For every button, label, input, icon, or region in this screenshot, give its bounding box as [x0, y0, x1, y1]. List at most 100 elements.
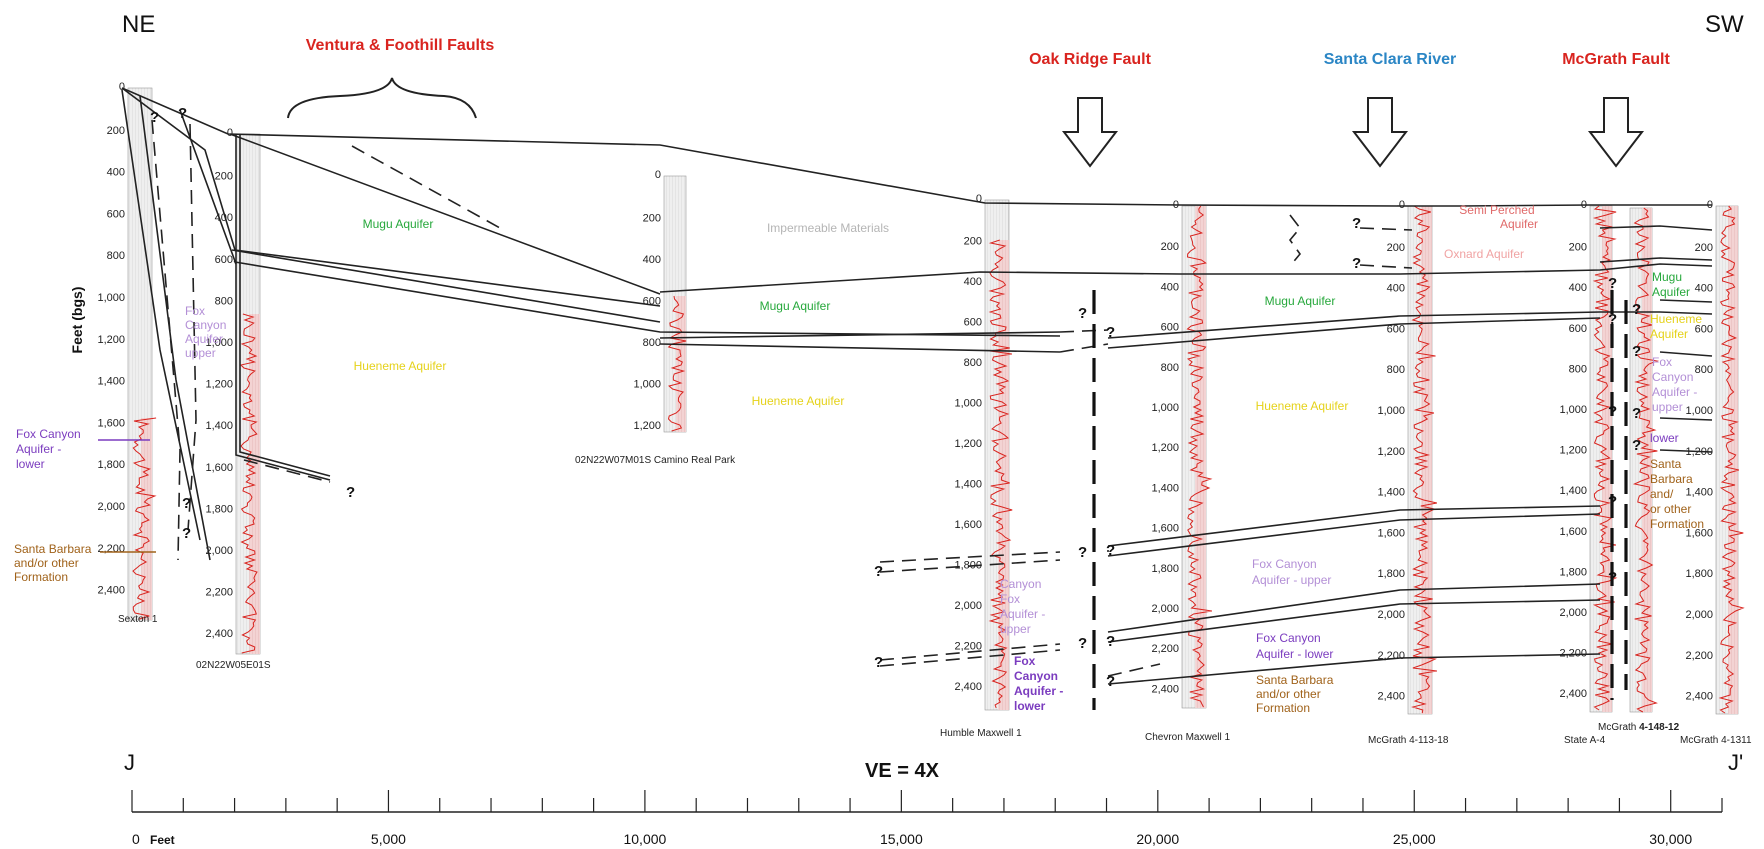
- depth-tick-label: 1,800: [97, 459, 125, 471]
- well-name-mcgrath1311: McGrath 4-1311: [1680, 735, 1752, 746]
- oxnard-label: Oxnard Aquifer: [1444, 247, 1524, 261]
- depth-tick-label: 1,200: [1377, 446, 1405, 458]
- depth-tick-label: 800: [1695, 364, 1713, 376]
- dashed-mid-4: [879, 559, 1061, 573]
- uncertainty-question-mark: ?: [874, 563, 883, 580]
- santa-barbara-3: Santa Barbara and/or other Formation: [1256, 673, 1337, 715]
- log-trace: [1718, 205, 1745, 714]
- orientation-ne: NE: [122, 11, 155, 38]
- depth-tick-label: 600: [1387, 323, 1405, 335]
- dashed-right-2: [1107, 663, 1161, 677]
- dashed-mid-3: [879, 551, 1061, 563]
- dashed-mid-6: [879, 649, 1061, 667]
- santa-clara-text: Santa Clara River: [1324, 51, 1457, 68]
- ventura-brace: [287, 77, 477, 119]
- mcgrath-right-6: [1659, 449, 1713, 453]
- log-fill: [1421, 206, 1432, 714]
- impermeable-label: Impermeable Materials: [767, 221, 889, 235]
- dashed-ne-2: [187, 123, 197, 531]
- depth-tick-label: 1,200: [97, 334, 125, 346]
- depth-tick-label: 1,400: [1685, 487, 1713, 499]
- ground-surface-line: [121, 87, 1712, 207]
- well-logs: 0 200 400 600 800 1,000 1,200 1,400 1,600 1,800 2,…: [97, 81, 1745, 715]
- depth-tick-label: 2,200: [1685, 650, 1713, 662]
- depth-tick-label: 200: [1161, 241, 1179, 253]
- depth-tick-label: 600: [1161, 322, 1179, 334]
- depth-tick-label: 800: [215, 295, 233, 307]
- santa-clara-arrow: [1351, 97, 1409, 168]
- well-name-humble: Humble Maxwell 1: [940, 728, 1022, 739]
- depth-tick-label: 1,800: [1685, 568, 1713, 580]
- well-name-chevron: Chevron Maxwell 1: [1145, 732, 1230, 743]
- log-fill: [141, 418, 152, 620]
- well-log-mcgrath113: 02004006008001,0001,2001,4001,6001,8002,…: [1377, 199, 1438, 715]
- well-log-mcgrath148: [1629, 207, 1659, 713]
- uncertainty-question-mark: ?: [1106, 324, 1115, 341]
- depth-tick-label: 200: [1387, 242, 1405, 254]
- uncertainty-question-mark: ?: [1632, 301, 1641, 318]
- fox-lower-mid: Fox Canyon Aquifer - lower: [1014, 654, 1067, 713]
- depth-tick-label: 1,000: [1559, 404, 1587, 416]
- depth-tick-label: 1,800: [205, 503, 233, 515]
- canyon-fox-upper: Canyon Fox Aquifer - upper: [1000, 577, 1049, 636]
- depth-tick-label: 400: [643, 254, 661, 266]
- hueneme-base-right: [1107, 317, 1601, 349]
- depth-tick-label: 1,400: [1151, 482, 1179, 494]
- dashed-top-1: [1288, 214, 1302, 267]
- dashed-ne-fault-1: [243, 459, 331, 483]
- hueneme-base-ne: [179, 109, 1061, 337]
- fox-top-right-2: [1107, 513, 1601, 557]
- depth-tick-label: 2,000: [97, 501, 125, 513]
- svg-text:Santa Clara River: Santa Clara River: [1324, 51, 1457, 68]
- well-log-sexton: 02004006008001,0001,2001,4001,6001,8002,…: [97, 81, 157, 621]
- depth-tick-label: 0: [976, 193, 982, 205]
- depth-tick-label: 600: [1695, 323, 1713, 335]
- depth-tick-label: 1,800: [1559, 566, 1587, 578]
- well-name-sexton: Sexton 1: [118, 614, 158, 625]
- uncertainty-question-mark: ?: [1632, 343, 1641, 360]
- depth-tick-label: 1,400: [1377, 487, 1405, 499]
- mugu-label-2: Mugu Aquifer: [760, 299, 831, 313]
- depth-tick-label: 600: [107, 208, 125, 220]
- dashed-ventura: [351, 145, 501, 229]
- mcgrath-right-2: [1599, 257, 1713, 263]
- well-name-statea4: State A-4: [1564, 735, 1606, 746]
- depth-tick-label: 2,000: [205, 545, 233, 557]
- uncertainty-question-mark: ?: [1106, 542, 1115, 559]
- depth-tick-label: 400: [215, 212, 233, 224]
- depth-tick-label: 1,600: [97, 417, 125, 429]
- fox-lower-top-right: [1107, 583, 1601, 633]
- depth-tick-label: 600: [964, 317, 982, 329]
- depth-tick-label: 1,000: [954, 398, 982, 410]
- ventura-faults-text: Ventura & Foothill Faults: [306, 37, 495, 54]
- y-axis-label: Feet (bgs): [69, 287, 85, 354]
- dashed-top-2: [1359, 227, 1413, 231]
- depth-tick-label: 2,000: [1685, 609, 1713, 621]
- depth-tick-label: 200: [643, 213, 661, 225]
- mcgrath-right-3: [1659, 299, 1713, 303]
- depth-tick-label: 0: [655, 169, 661, 181]
- uncertainty-question-mark: ?: [1106, 633, 1115, 650]
- santa-barbara-4: Santa Barbara and/ or other Formation: [1650, 457, 1704, 531]
- depth-tick-label: 1,600: [954, 519, 982, 531]
- uncertainty-question-mark: ?: [178, 105, 187, 122]
- well-log-humble: 02004006008001,0001,2001,4001,6001,8002,…: [954, 193, 1013, 711]
- log-trace: [132, 417, 157, 620]
- mugu-top-mid: [659, 263, 1713, 293]
- scale-label: 20,000: [1136, 831, 1179, 847]
- uncertainty-question-mark: ?: [1078, 635, 1087, 652]
- depth-tick-label: 1,400: [954, 479, 982, 491]
- log-fill: [1642, 208, 1652, 712]
- log-trace: [667, 295, 687, 432]
- fox-upper-3: Fox Canyon Aquifer - upper: [1252, 557, 1331, 587]
- fox-top-right: [1107, 505, 1601, 547]
- scale-unit: Feet: [150, 833, 175, 847]
- hueneme-label-3: Hueneme Aquifer: [1256, 399, 1349, 413]
- depth-tick-label: 800: [1569, 363, 1587, 375]
- depth-tick-label: 2,000: [954, 600, 982, 612]
- depth-tick-label: 1,000: [205, 337, 233, 349]
- dashed-mid-5: [879, 643, 1061, 661]
- oak-ridge-text: Oak Ridge Fault: [1029, 51, 1151, 68]
- uncertainty-question-mark: ?: [1608, 569, 1617, 586]
- svg-text:McGrath Fault: McGrath Fault: [1562, 51, 1670, 68]
